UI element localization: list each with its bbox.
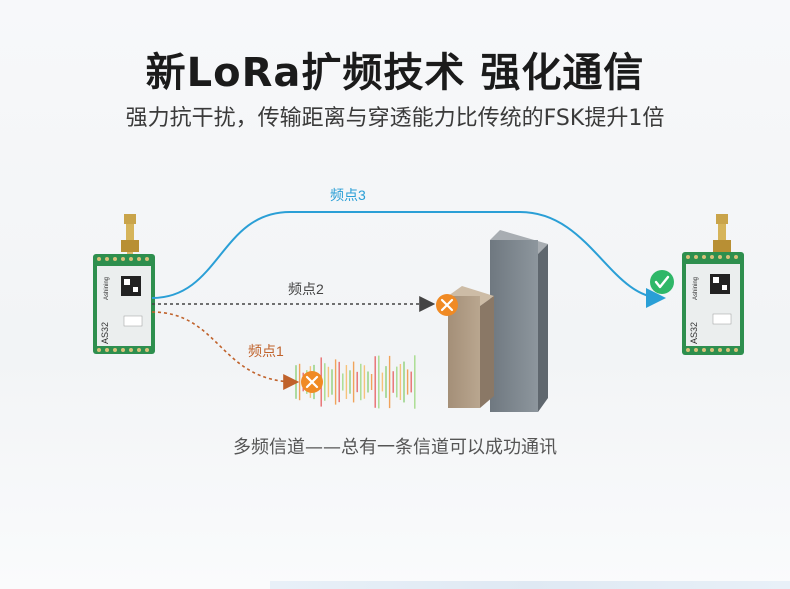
page-title: 新LoRa扩频技术 强化通信 (145, 50, 645, 96)
label-frequency-1: 频点1 (248, 343, 284, 359)
transmitter-module: AS32 Ashining (93, 214, 155, 354)
receiver-module: AS32 Ashining (682, 214, 744, 355)
transmitter-brand: Ashining (104, 277, 110, 300)
path-frequency-1 (151, 311, 300, 390)
label-frequency-2: 频点2 (288, 281, 324, 297)
fail-icon-building (436, 294, 458, 316)
receiver-model: AS32 (689, 322, 699, 344)
building-tall (490, 230, 548, 412)
receiver-brand: Ashining (693, 277, 699, 300)
label-frequency-3: 频点3 (330, 187, 366, 203)
building-short (448, 286, 494, 408)
success-check-icon (650, 270, 674, 294)
fail-icon-interference (301, 371, 323, 393)
transmitter-model: AS32 (100, 322, 110, 344)
path-frequency-3 (151, 211, 666, 308)
bottom-decoration (270, 581, 790, 589)
caption-text: 多频信道——总有一条信道可以成功通讯 (233, 437, 557, 458)
page-subtitle: 强力抗干扰，传输距离与穿透能力比传统的FSK提升1倍 (125, 106, 665, 131)
